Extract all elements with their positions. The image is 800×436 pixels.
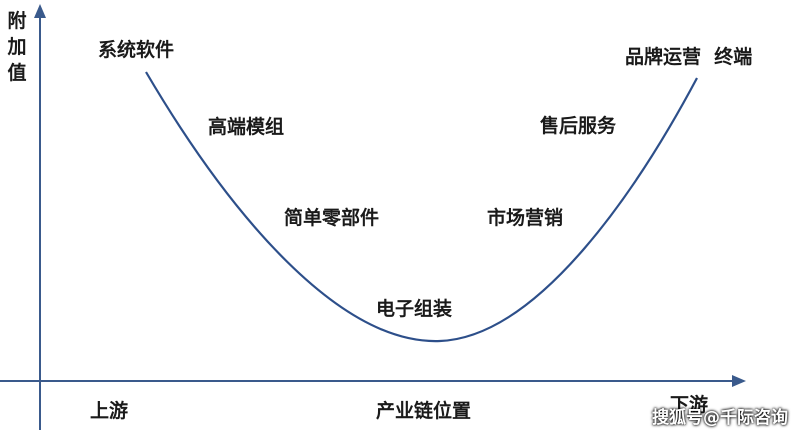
x-end-label: 下游 [670,394,709,416]
x-axis-label: 产业链位置 [376,400,472,422]
watermark: 搜狐号@千际咨询 [652,408,788,428]
x-axis-arrow [732,375,746,387]
smile-curve [145,71,698,343]
y-axis-label: 附加值 [7,10,27,84]
label-brand-terminal: 品牌运营 终端 [625,46,753,68]
label-marketing: 市场营销 [487,207,564,229]
label-assembly: 电子组装 [376,298,453,320]
label-high-end-modules: 高端模组 [208,116,285,138]
label-simple-parts: 简单零部件 [284,207,380,229]
label-after-sales: 售后服务 [540,115,617,137]
y-axis-arrow [34,4,46,18]
x-start-label: 上游 [90,400,129,422]
label-system-software: 系统软件 [98,39,175,61]
